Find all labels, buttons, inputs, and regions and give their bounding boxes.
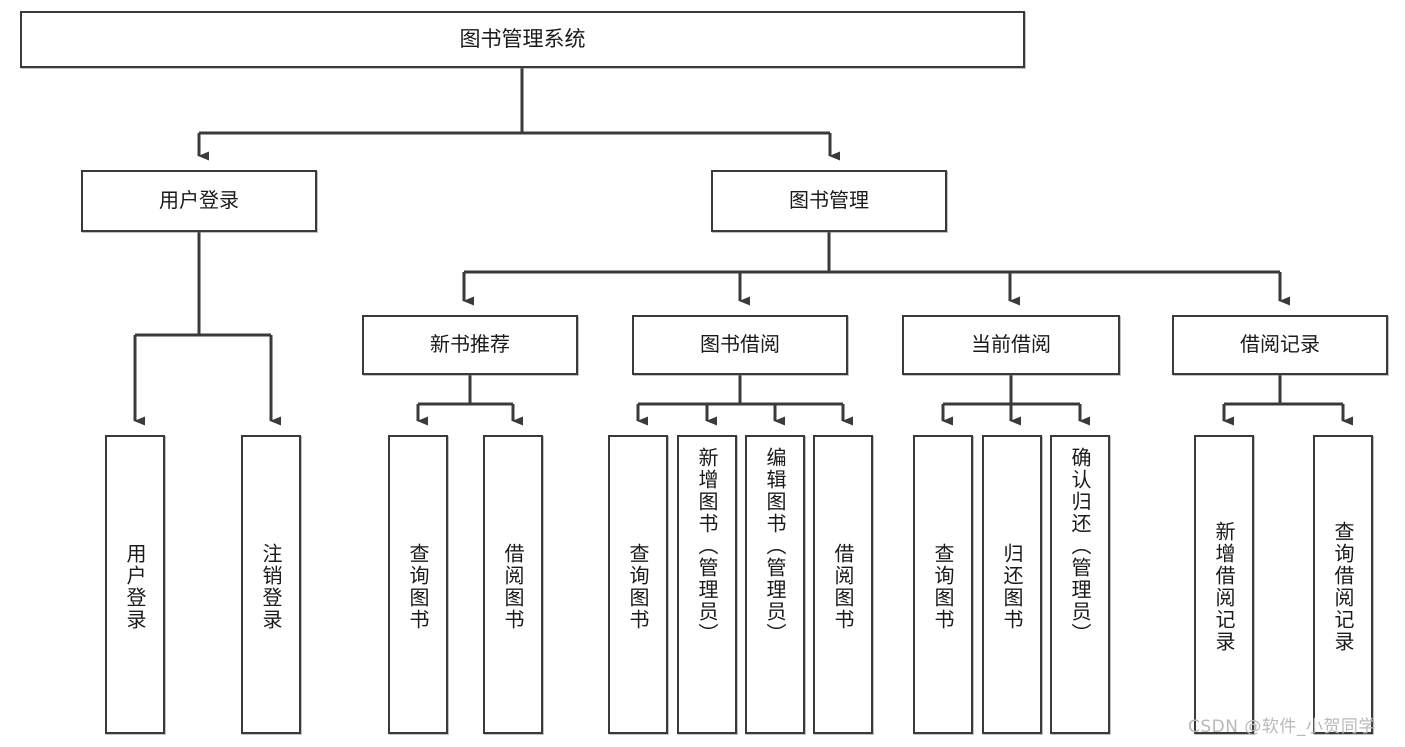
node-label: 查询图书: [931, 542, 955, 631]
node-current-borrow[interactable]: 当前借阅: [902, 315, 1120, 375]
node-label: 当前借阅: [971, 332, 1051, 357]
node-label: 查询图书: [626, 542, 650, 631]
node-label: 借阅记录: [1240, 332, 1320, 357]
node-label: 查询图书: [406, 542, 430, 631]
leaf-query-books-current[interactable]: 查询图书: [913, 435, 973, 734]
node-book-management[interactable]: 图书管理: [711, 170, 947, 232]
leaf-query-books-borrow[interactable]: 查询图书: [608, 435, 668, 734]
leaf-add-book-admin[interactable]: 新增图书（管理员）: [677, 435, 737, 734]
leaf-add-borrow-record[interactable]: 新增借阅记录: [1194, 435, 1254, 734]
node-label: 图书管理: [789, 188, 869, 213]
leaf-logout[interactable]: 注销登录: [241, 435, 301, 734]
node-label: 新书推荐: [430, 332, 510, 357]
node-label: 注销登录: [259, 542, 283, 631]
leaf-query-borrow-record[interactable]: 查询借阅记录: [1313, 435, 1373, 734]
node-root-system[interactable]: 图书管理系统: [20, 11, 1025, 68]
leaf-borrow-books-recommend[interactable]: 借阅图书: [483, 435, 543, 734]
leaf-confirm-return-admin[interactable]: 确认归还（管理员）: [1050, 435, 1110, 734]
node-label: 编辑图书（管理员）: [763, 447, 787, 645]
node-new-book-recommend[interactable]: 新书推荐: [362, 315, 578, 375]
node-label: 新增借阅记录: [1212, 520, 1236, 653]
csdn-watermark: CSDN @软件_小贺同学: [1188, 717, 1376, 737]
leaf-return-books[interactable]: 归还图书: [982, 435, 1042, 734]
node-label: 新增图书（管理员）: [695, 447, 719, 645]
node-label: 用户登录: [123, 542, 147, 631]
node-borrow-record[interactable]: 借阅记录: [1172, 315, 1388, 375]
leaf-query-books-recommend[interactable]: 查询图书: [388, 435, 448, 734]
leaf-user-login[interactable]: 用户登录: [105, 435, 165, 734]
leaf-lend-books[interactable]: 借阅图书: [813, 435, 873, 734]
node-label: 借阅图书: [831, 542, 855, 631]
node-label: 图书管理系统: [459, 27, 586, 52]
node-label: 借阅图书: [501, 542, 525, 631]
node-label: 归还图书: [1000, 542, 1024, 631]
node-label: 图书借阅: [700, 332, 780, 357]
node-label: 用户登录: [159, 188, 239, 213]
node-user-login[interactable]: 用户登录: [81, 170, 317, 232]
node-label: 查询借阅记录: [1331, 520, 1355, 653]
leaf-edit-book-admin[interactable]: 编辑图书（管理员）: [745, 435, 805, 734]
node-book-borrow[interactable]: 图书借阅: [632, 315, 848, 375]
node-label: 确认归还（管理员）: [1068, 447, 1092, 645]
